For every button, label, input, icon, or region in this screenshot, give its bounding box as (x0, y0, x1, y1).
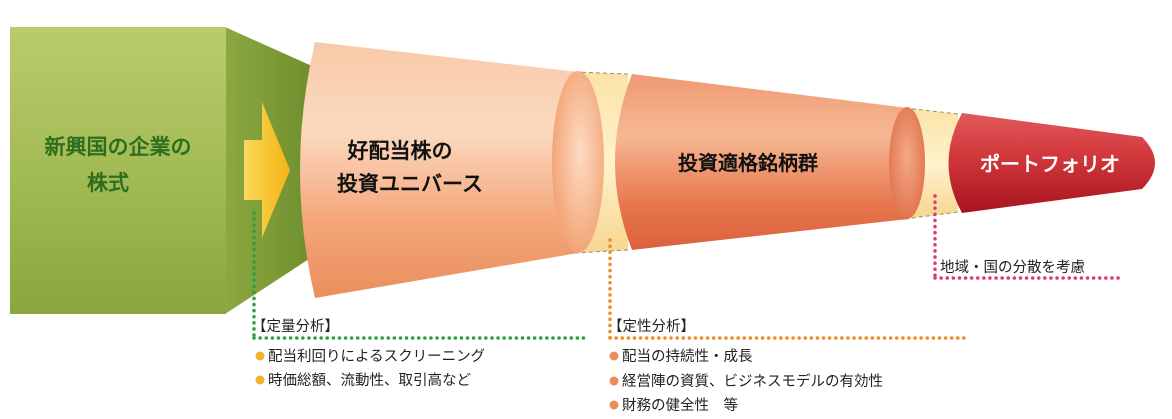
qual-bullet-icon (609, 351, 619, 361)
stage1-cone: 好配当株の 投資ユニバース (300, 42, 604, 298)
stage2-label: 投資適格銘柄群 (678, 151, 818, 175)
qual-bullet-icon (609, 376, 619, 386)
flow-arrow-icon (244, 102, 290, 238)
qual-item: 財務の健全性 等 (622, 396, 738, 414)
qual-heading: 【定性分析】 (608, 318, 695, 335)
diversify-note: 地域・国の分散を考慮 (940, 259, 1085, 276)
diversify-guide (933, 194, 1124, 280)
stage1-label-line2: 投資ユニバース (337, 172, 483, 196)
quant-guide (252, 211, 590, 340)
qual-notes: 【定性分析】 配当の持続性・成長 経営陣の資質、ビジネスモデルの有効性 財務の健… (608, 318, 883, 414)
stage3-cone: ポートフォリオ (948, 113, 1155, 213)
stage2-cone: 投資適格銘柄群 (615, 74, 925, 250)
quant-bullet-icon (255, 351, 265, 361)
quant-heading: 【定量分析】 (252, 318, 339, 335)
qual-item: 配当の持続性・成長 (622, 348, 753, 365)
source-box-front (10, 27, 226, 314)
stage2-cone-end (889, 107, 925, 219)
source-box: 新興国の企業の 株式 (10, 27, 312, 314)
qual-guide (608, 238, 970, 340)
source-box-label-line2: 株式 (87, 171, 129, 195)
stage1-cone-end (552, 71, 604, 253)
quant-bullet-icon (255, 375, 265, 385)
stage3-label: ポートフォリオ (980, 152, 1120, 176)
quant-notes: 【定量分析】 配当利回りによるスクリーニング 時価総額、流動性、取引高など (252, 318, 485, 389)
quant-item: 時価総額、流動性、取引高など (268, 372, 471, 389)
stage1-label-line1: 好配当株の (347, 139, 453, 163)
quant-item: 配当利回りによるスクリーニング (268, 348, 485, 365)
qual-item: 経営陣の資質、ビジネスモデルの有効性 (622, 372, 883, 390)
source-box-label-line1: 新興国の企業の (45, 135, 192, 159)
qual-bullet-icon (609, 400, 619, 410)
